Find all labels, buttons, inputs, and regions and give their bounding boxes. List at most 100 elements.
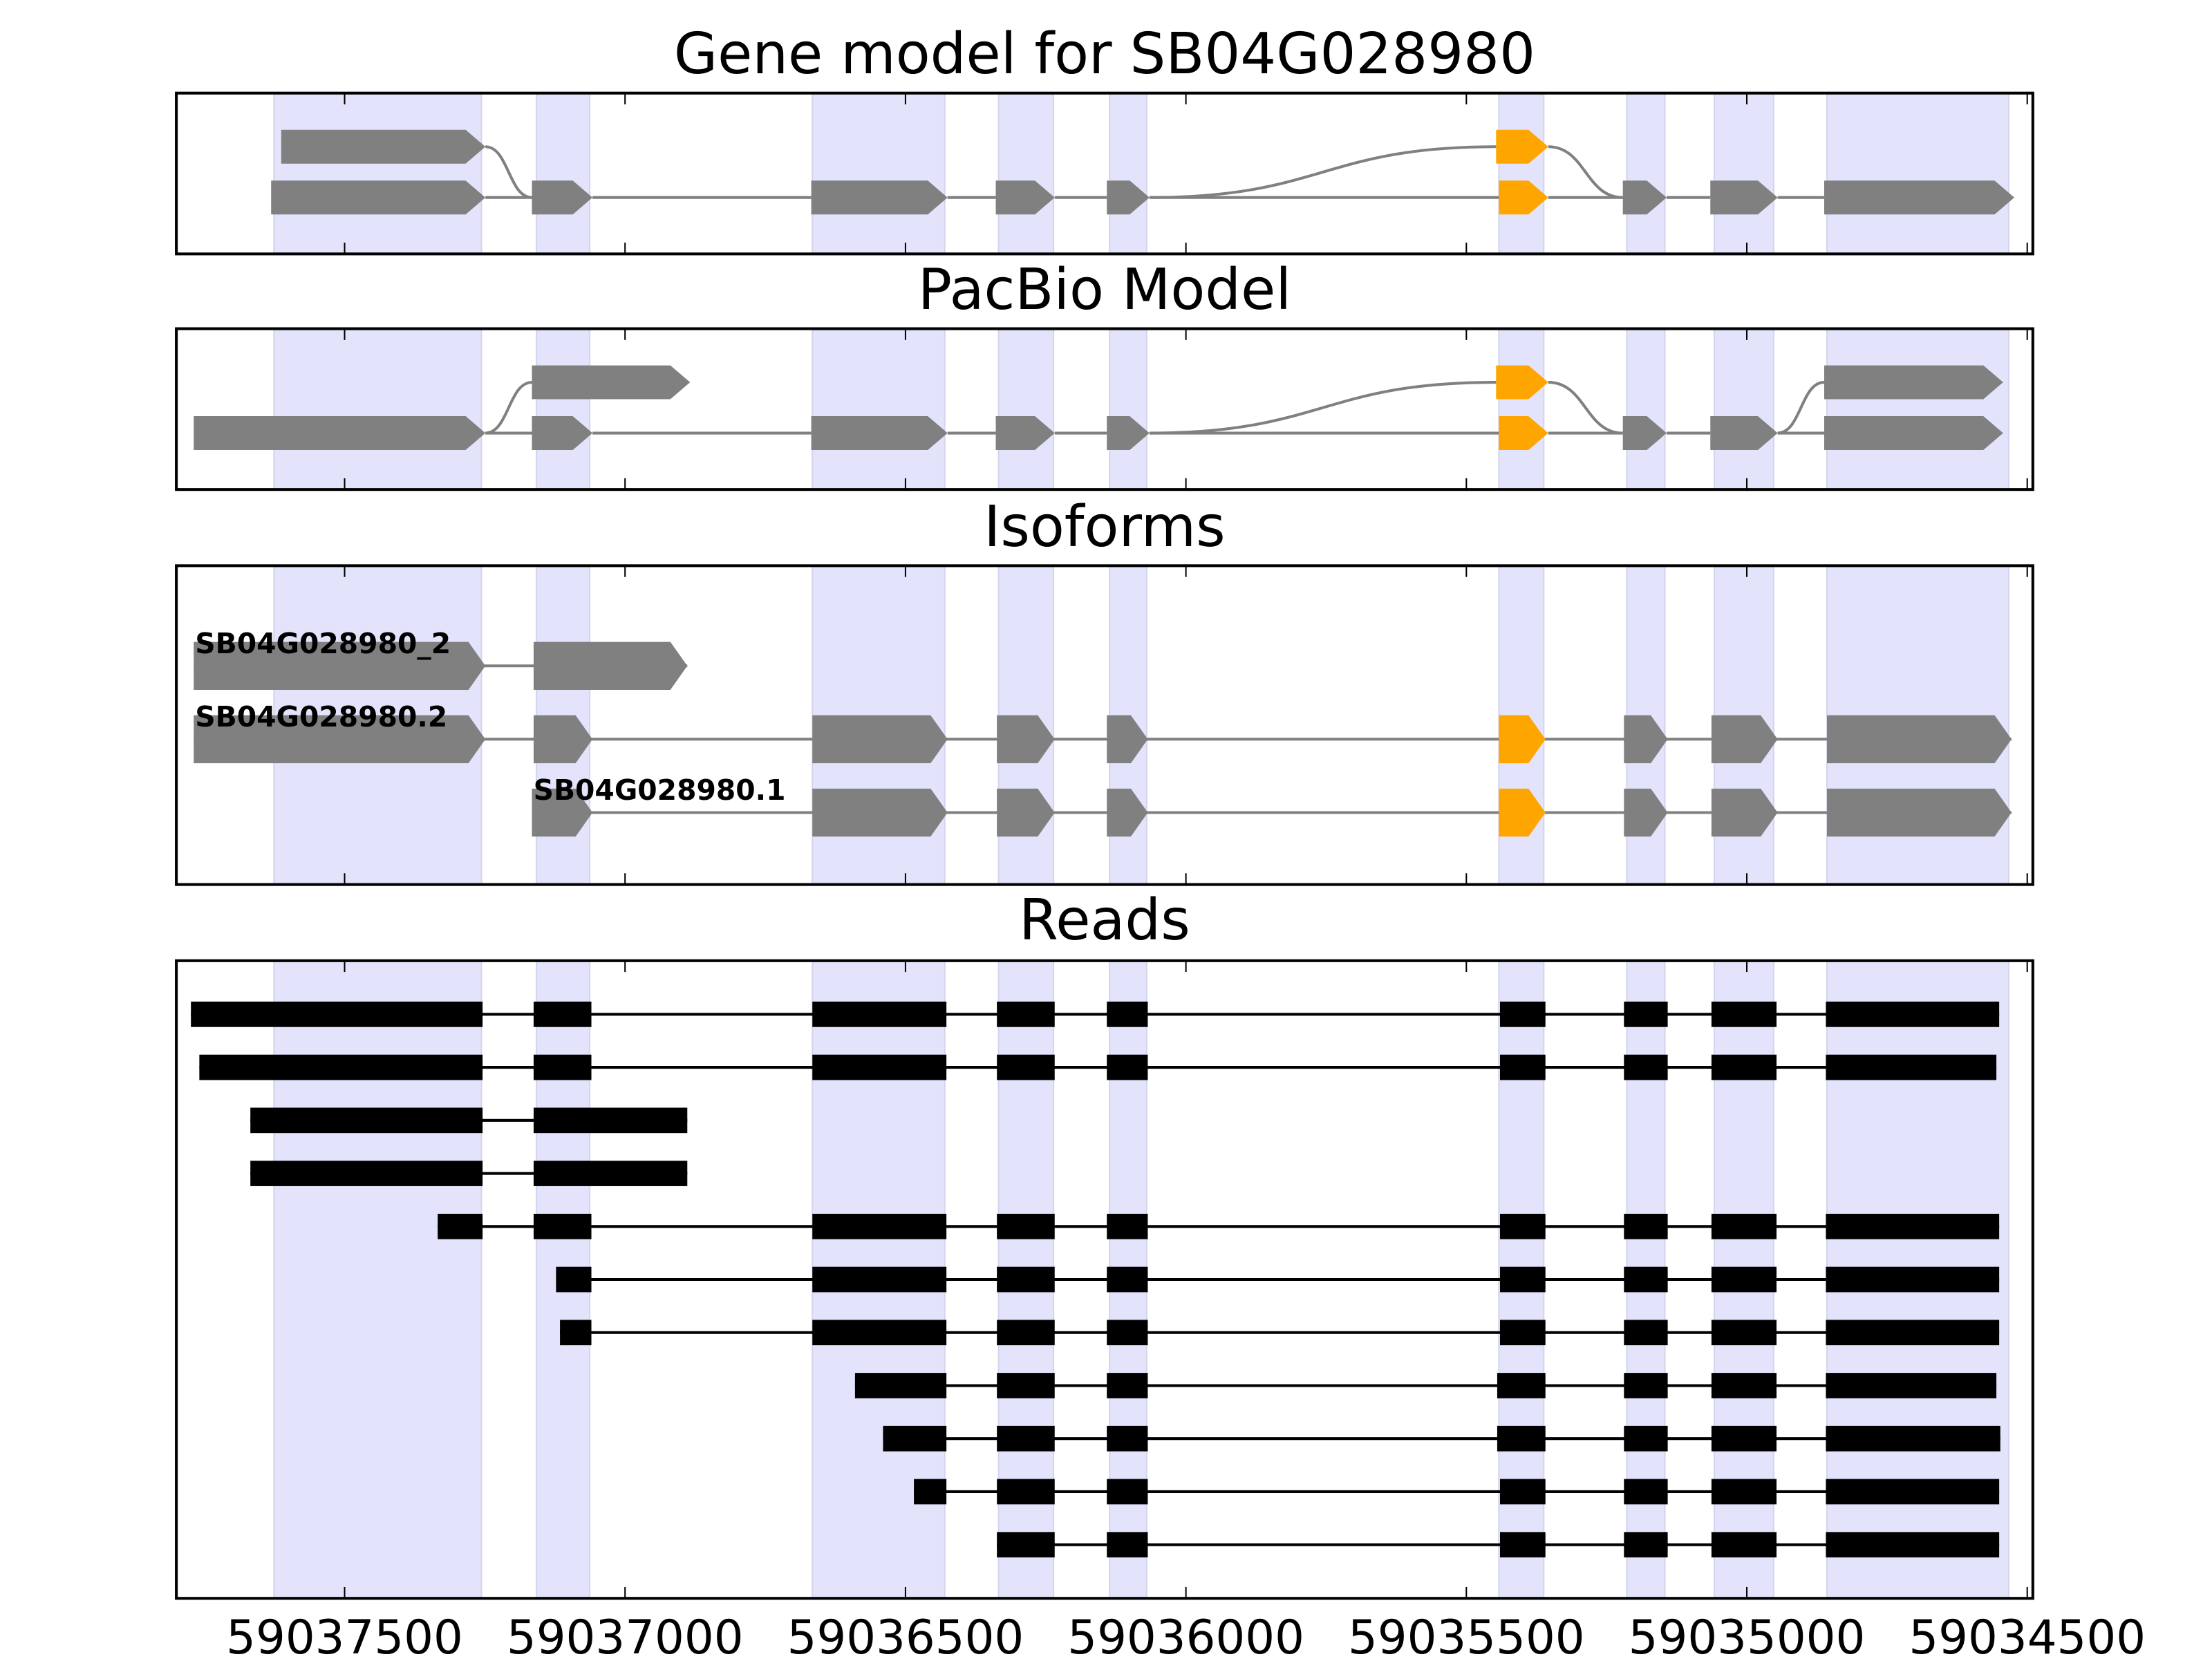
isoform-exon <box>194 641 486 690</box>
splice-edge <box>1548 381 1623 435</box>
exon-node <box>1824 180 2015 215</box>
read-block <box>1499 1266 1546 1293</box>
read-block <box>1826 1320 2000 1346</box>
read-block <box>1499 1320 1546 1346</box>
isoform-label: SB04G028980_2 <box>195 627 451 660</box>
isoform-exon <box>1711 715 1778 764</box>
panel-title-gene-model: Gene model for SB04G028980 <box>674 21 1535 87</box>
isoform-exon <box>1499 715 1546 764</box>
read-block <box>1711 1266 1777 1293</box>
x-tick-label: 59035000 <box>1629 1610 1866 1659</box>
read-block <box>1107 1373 1148 1398</box>
read-block <box>812 1266 947 1293</box>
isoform-exon <box>1107 788 1148 837</box>
isoform-exon <box>1827 715 2012 764</box>
exon-shade-region <box>1109 92 1147 255</box>
isoform-exon <box>997 715 1055 764</box>
x-axis-tick-labels: 59037500 59037000 59036500 59036000 59035500… <box>226 1610 2146 1659</box>
read-block <box>1624 1479 1668 1505</box>
read-block <box>854 1373 947 1398</box>
read-block <box>1711 1532 1777 1558</box>
read-block <box>556 1266 592 1293</box>
splice-edge <box>1149 145 1497 199</box>
axes-frame <box>175 91 2034 256</box>
read-block <box>997 1266 1055 1293</box>
exon-shade-region <box>535 328 591 491</box>
exon-node <box>1496 129 1548 164</box>
read-block <box>812 1213 947 1239</box>
read-block <box>438 1213 483 1239</box>
exon-shade-region <box>1713 328 1774 491</box>
read-block <box>1499 1054 1546 1080</box>
axes-frame <box>175 564 2034 886</box>
read-block <box>1826 1532 2000 1558</box>
exon-node <box>1499 180 1548 215</box>
read-block <box>1711 1373 1777 1398</box>
isoform-exon <box>1624 788 1668 837</box>
read-block <box>1711 1320 1777 1346</box>
read-block <box>1624 1373 1668 1398</box>
read-block <box>1107 1001 1148 1027</box>
exon-node <box>532 416 593 451</box>
read-block <box>1107 1532 1148 1558</box>
read-block <box>997 1532 1055 1558</box>
read-block <box>1624 1266 1668 1293</box>
exon-node <box>811 416 948 451</box>
exon-shade-region <box>535 92 591 255</box>
read-block <box>997 1425 1055 1452</box>
read-block <box>1711 1001 1777 1027</box>
read-block <box>533 1054 592 1080</box>
x-tick-label: 59037500 <box>226 1610 463 1659</box>
read-block <box>1624 1425 1668 1452</box>
exon-node <box>532 180 593 215</box>
read-block <box>1826 1001 2000 1027</box>
read-block <box>1107 1479 1148 1505</box>
read-block <box>1711 1213 1777 1239</box>
exon-shade-region <box>812 328 946 491</box>
read-block <box>1499 1532 1546 1558</box>
panel-0 <box>175 91 2034 256</box>
exon-shade-region <box>1713 92 1774 255</box>
read-block <box>191 1001 483 1027</box>
x-tick-label: 59036500 <box>787 1610 1024 1659</box>
x-tick-label: 59037000 <box>507 1610 744 1659</box>
read-block <box>997 1054 1055 1080</box>
exon-node <box>1824 416 2003 451</box>
x-tick-label: 59034500 <box>1909 1610 2146 1659</box>
exon-shade-region <box>1826 328 2009 491</box>
exon-node <box>1710 416 1778 451</box>
read-block <box>1624 1320 1668 1346</box>
read-block <box>1826 1425 2000 1452</box>
x-tick-label: 59035500 <box>1348 1610 1585 1659</box>
read-block <box>1624 1532 1668 1558</box>
read-block <box>812 1054 947 1080</box>
exon-node <box>1710 180 1778 215</box>
read-block <box>250 1161 483 1186</box>
isoform-label: SB04G028980.1 <box>534 774 786 807</box>
x-tick-label: 59036000 <box>1067 1610 1304 1659</box>
read-block <box>1711 1479 1777 1505</box>
read-block <box>883 1425 947 1452</box>
read-block <box>199 1054 483 1080</box>
exon-shade-region <box>273 328 482 491</box>
exon-shade-region <box>812 92 946 255</box>
isoform-exon <box>812 788 948 837</box>
exon-shade-region <box>1626 328 1666 491</box>
read-block <box>1107 1054 1148 1080</box>
read-block <box>1107 1266 1148 1293</box>
exon-shade-region <box>997 328 1055 491</box>
read-block <box>1499 1001 1546 1027</box>
read-block <box>1624 1213 1668 1239</box>
axes-frame <box>175 959 2034 1600</box>
exon-node <box>1107 416 1150 451</box>
read-block <box>533 1161 688 1186</box>
panel-title-pacbio: PacBio Model <box>918 257 1291 323</box>
read-block <box>1107 1320 1148 1346</box>
read-block <box>1497 1425 1546 1452</box>
exon-node <box>995 416 1055 451</box>
exon-node <box>1622 180 1667 215</box>
splice-edge <box>485 145 532 199</box>
exon-node <box>1824 365 2003 400</box>
